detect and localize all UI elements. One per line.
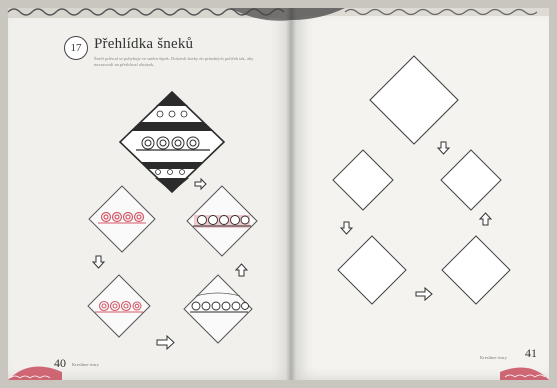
- left-diamond-bottom-right: [184, 275, 252, 343]
- right-diamond-mid-right: [441, 150, 501, 210]
- arrow-down-icon: [93, 256, 104, 268]
- right-diamond-top: [370, 56, 458, 144]
- top-ornament-right: [291, 8, 549, 20]
- exercise-title: Přehlídka šneků: [94, 36, 193, 53]
- right-diamond-bottom-right: [442, 236, 510, 304]
- left-diamond-top-right: [187, 186, 257, 256]
- left-diamond-top-left: [89, 186, 155, 252]
- arrow-right-icon: [195, 179, 206, 189]
- exercise-instructions: Šnečí průvod se pohybuje ve směru šipek.…: [94, 56, 254, 67]
- arrow-down-icon: [438, 142, 449, 154]
- arrow-up-icon: [236, 264, 247, 276]
- arrow-right-icon: [416, 288, 432, 300]
- right-page-caption: Kreslíme tvary: [480, 355, 507, 360]
- arrow-down-icon: [341, 222, 352, 234]
- arrow-up-icon: [480, 213, 491, 225]
- left-page-caption: Kreslíme tvary: [72, 362, 99, 367]
- exercise-number: 17: [64, 36, 88, 60]
- right-diamond-mid-left: [333, 150, 393, 210]
- arrow-right-icon: [157, 336, 174, 349]
- left-page-number: 40: [54, 356, 66, 371]
- top-ornament-left: [8, 8, 291, 21]
- right-page-number: 41: [525, 346, 537, 361]
- example-diamond: [120, 92, 224, 192]
- right-diamond-bottom-left: [338, 236, 406, 304]
- left-diamond-bottom-left: [88, 275, 150, 337]
- bottom-ornament-right: [500, 368, 549, 381]
